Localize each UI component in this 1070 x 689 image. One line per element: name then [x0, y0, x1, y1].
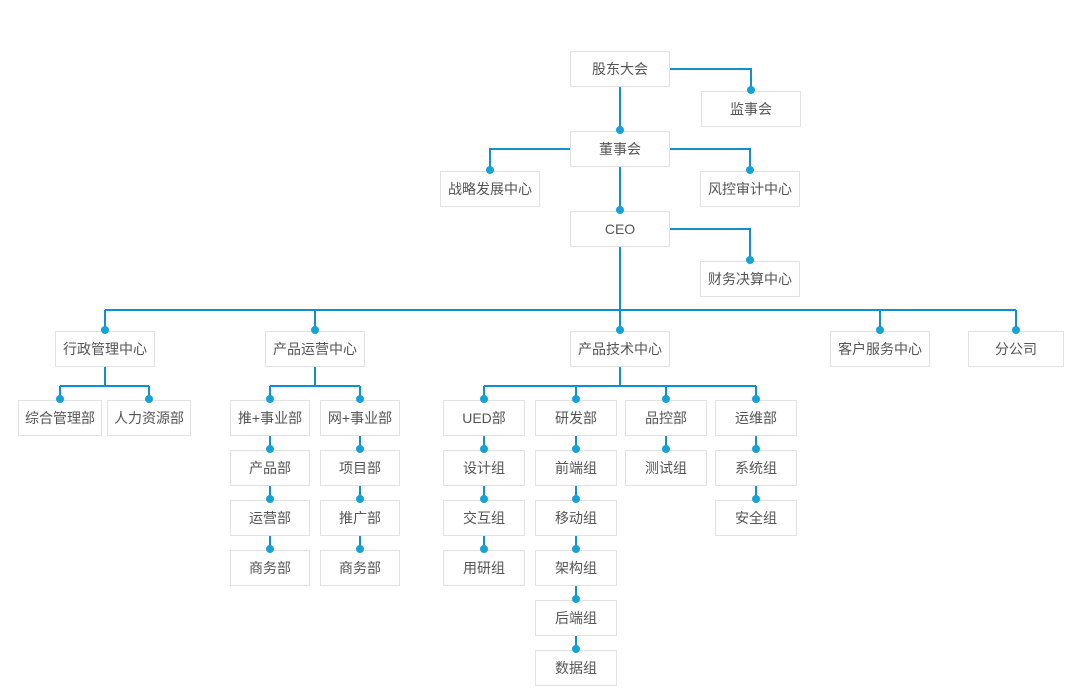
- org-node-system-group: 系统组: [715, 450, 797, 486]
- org-node-qa-dept: 品控部: [625, 400, 707, 436]
- org-node-frontend-group: 前端组: [535, 450, 617, 486]
- org-node-project-dept: 项目部: [320, 450, 400, 486]
- org-node-data-group: 数据组: [535, 650, 617, 686]
- org-node-ceo: CEO: [570, 211, 670, 247]
- org-node-architecture-group: 架构组: [535, 550, 617, 586]
- org-node-testing-group: 测试组: [625, 450, 707, 486]
- org-node-operations-dept: 运营部: [230, 500, 310, 536]
- org-node-ued-dept: UED部: [443, 400, 525, 436]
- org-node-mobile-group: 移动组: [535, 500, 617, 536]
- org-node-finance-center: 财务决算中心: [700, 261, 800, 297]
- org-node-supervisory-board: 监事会: [701, 91, 801, 127]
- org-node-security-group: 安全组: [715, 500, 797, 536]
- org-node-product-ops-center: 产品运营中心: [265, 331, 365, 367]
- org-node-shareholders-meeting: 股东大会: [570, 51, 670, 87]
- org-node-promotion-dept: 推广部: [320, 500, 400, 536]
- org-node-business-dept-tui: 商务部: [230, 550, 310, 586]
- org-node-hr-dept: 人力资源部: [107, 400, 191, 436]
- org-node-wang-business-dept: 网+事业部: [320, 400, 400, 436]
- org-node-product-dept: 产品部: [230, 450, 310, 486]
- org-node-branch-company: 分公司: [968, 331, 1064, 367]
- org-node-design-group: 设计组: [443, 450, 525, 486]
- org-node-ops-maintenance-dept: 运维部: [715, 400, 797, 436]
- org-node-customer-service-center: 客户服务中心: [830, 331, 930, 367]
- org-node-business-dept-wang: 商务部: [320, 550, 400, 586]
- org-node-strategy-center: 战略发展中心: [440, 171, 540, 207]
- org-node-rd-dept: 研发部: [535, 400, 617, 436]
- org-node-backend-group: 后端组: [535, 600, 617, 636]
- org-node-general-mgmt-dept: 综合管理部: [18, 400, 102, 436]
- org-node-board-of-directors: 董事会: [570, 131, 670, 167]
- org-node-admin-center: 行政管理中心: [55, 331, 155, 367]
- org-node-interaction-group: 交互组: [443, 500, 525, 536]
- org-node-tui-business-dept: 推+事业部: [230, 400, 310, 436]
- org-node-risk-audit-center: 风控审计中心: [700, 171, 800, 207]
- org-node-product-tech-center: 产品技术中心: [570, 331, 670, 367]
- org-node-user-research-group: 用研组: [443, 550, 525, 586]
